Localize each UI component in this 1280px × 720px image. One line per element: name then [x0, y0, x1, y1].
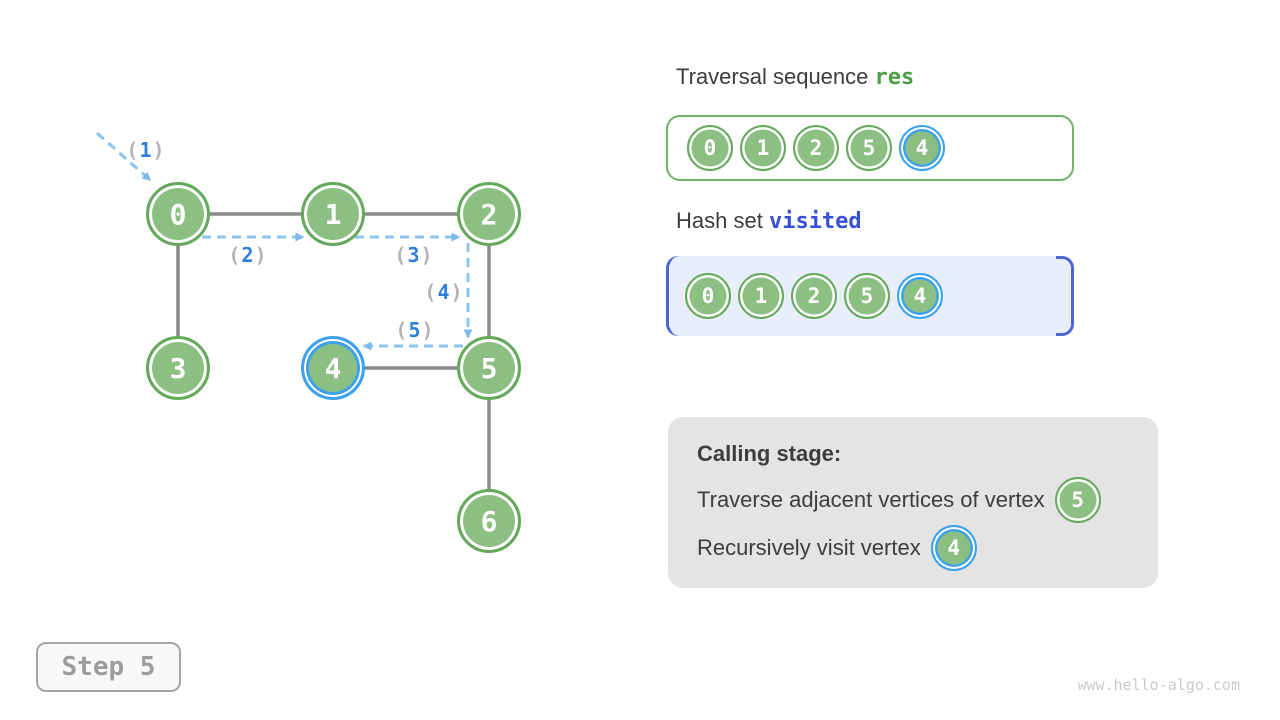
graph-node-label: 4 — [324, 351, 342, 385]
graph-node-label: 6 — [480, 504, 498, 538]
arrow-label-3: (3) — [394, 243, 434, 267]
traversal-arrows — [96, 131, 473, 351]
graph-node-label: 2 — [480, 197, 498, 231]
graph-node-label: 0 — [169, 197, 187, 231]
graph-node-4-highlighted: 4 — [301, 336, 365, 400]
graph-node-5: 5 — [457, 336, 521, 400]
traversal-sequence-title: Traversal sequence res — [676, 64, 915, 90]
res-item-0: 0 — [687, 125, 733, 171]
graph-node-label: 3 — [169, 351, 187, 385]
hash-set-title: Hash set visited — [676, 208, 862, 234]
visited-item-3: 5 — [844, 273, 890, 319]
hash-set-box: 0 1 2 5 4 — [666, 256, 1074, 336]
calling-node-5: 5 — [1054, 476, 1101, 523]
graph-node-3: 3 — [146, 336, 210, 400]
graph-edges-and-arrows — [96, 131, 491, 521]
visited-item-1: 1 — [738, 273, 784, 319]
res-item-3: 5 — [846, 125, 892, 171]
calling-stage-line-1: Traverse adjacent vertices of vertex 5 — [697, 476, 1101, 523]
graph-node-6: 6 — [457, 489, 521, 553]
graph-node-2: 2 — [457, 182, 521, 246]
graph-node-label: 5 — [480, 351, 498, 385]
arrow-label-1: (1) — [126, 138, 166, 162]
calling-stage-title: Calling stage: — [697, 441, 842, 466]
calling-stage-box: Calling stage: Traverse adjacent vertice… — [668, 417, 1158, 588]
traversal-sequence-box: 0 1 2 5 4 — [666, 115, 1074, 181]
step-button[interactable]: Step 5 — [36, 642, 181, 692]
res-item-4-highlighted: 4 — [899, 125, 945, 171]
graph-node-1: 1 — [301, 182, 365, 246]
watermark: www.hello-algo.com — [1077, 676, 1240, 694]
graph-node-label: 1 — [324, 197, 342, 231]
arrow-label-5: (5) — [395, 318, 435, 342]
res-code-label: res — [874, 65, 915, 90]
res-item-1: 1 — [740, 125, 786, 171]
arrow-label-2: (2) — [228, 243, 268, 267]
calling-node-4-highlighted: 4 — [930, 524, 977, 571]
visited-item-2: 2 — [791, 273, 837, 319]
visited-item-4-highlighted: 4 — [897, 273, 943, 319]
graph-node-0: 0 — [146, 182, 210, 246]
visited-code-label: visited — [768, 209, 862, 234]
calling-stage-line-2: Recursively visit vertex 4 — [697, 524, 977, 571]
visited-item-0: 0 — [685, 273, 731, 319]
arrow-label-4: (4) — [424, 280, 464, 304]
res-item-2: 2 — [793, 125, 839, 171]
